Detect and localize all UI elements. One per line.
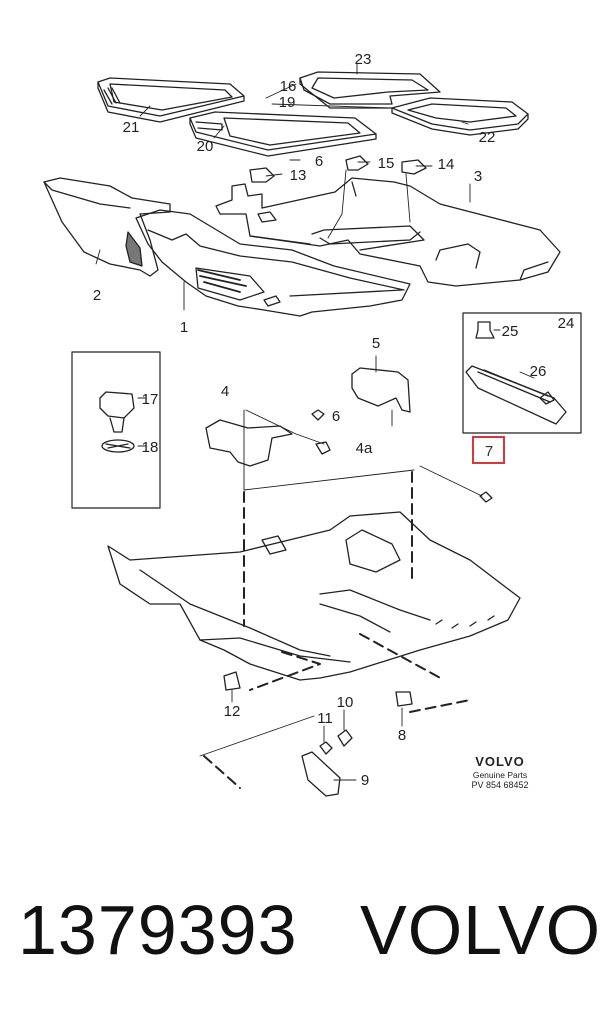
callout-25: 25 [502,323,519,340]
clip-13 [249,167,275,183]
part-4a [315,441,331,455]
callout-11: 11 [317,710,333,727]
callout-7: 7 [485,443,493,460]
part-11 [319,741,333,755]
volvo-genuine-parts-mark: VOLVO Genuine Parts PV 854 68452 [471,754,528,790]
callout-6: 6 [332,408,340,425]
callout-21: 21 [123,119,140,136]
dashed-assembly-lines [203,471,471,789]
mat-22 [391,97,529,136]
callout-labels: 23 16 19 21 20 22 6 13 15 14 3 2 1 24 25… [93,51,575,789]
carpet-2 [43,177,171,277]
callout-5: 5 [372,335,380,352]
part-7 [479,491,493,503]
carpet-3 [215,177,561,287]
part-4 [205,419,293,467]
callout-18: 18 [142,439,159,456]
part-number: 1379393 [18,891,298,969]
highlight-box-7 [472,436,505,464]
callout-10: 10 [337,694,354,711]
clip-15 [345,155,369,171]
callout-1: 1 [180,319,188,336]
callout-9: 9 [361,772,369,789]
callout-16: 16 [280,78,297,95]
part-9 [301,751,341,797]
brand-line2: PV 854 68452 [471,780,528,790]
callout-3: 3 [474,168,482,185]
part-5 [351,367,411,413]
callout-8: 8 [398,727,406,744]
clip-14 [401,159,427,175]
inset-24 [462,312,582,434]
leader-lines-top [95,63,471,311]
brand-name: VOLVO [360,891,602,969]
callout-19: 19 [279,94,296,111]
callout-12: 12 [224,703,241,720]
leader-lines-mid [137,329,535,757]
callout-23: 23 [355,51,372,68]
part-10 [337,729,353,747]
callout-24: 24 [558,315,575,332]
callout-15: 15 [378,155,395,172]
callout-4: 4 [221,383,229,400]
part-8 [395,691,413,707]
mat-20 [189,111,377,157]
brand-line1: Genuine Parts [473,770,527,780]
callout-14: 14 [438,156,455,173]
part-6 [311,409,325,421]
part-12 [223,671,241,691]
carpet-1 [135,209,411,317]
mat-21 [97,77,245,123]
callout-2: 2 [93,287,101,304]
brand-logo: VOLVO [475,754,525,769]
parts-diagram: 23 16 19 21 20 22 6 13 15 14 3 2 1 24 25… [43,51,582,797]
callout-22: 22 [479,129,496,146]
footer [0,850,615,1018]
mat-23 [299,71,441,109]
callout-4a: 4a [356,440,373,457]
callout-13: 13 [290,167,307,184]
callout-17: 17 [142,391,159,408]
callout-20: 20 [197,138,214,155]
leader-lines-bottom [231,689,403,781]
floor-pan [107,511,521,681]
inset-17-18 [71,351,161,509]
callout-26: 26 [530,363,547,380]
callout-6-top: 6 [315,153,323,170]
